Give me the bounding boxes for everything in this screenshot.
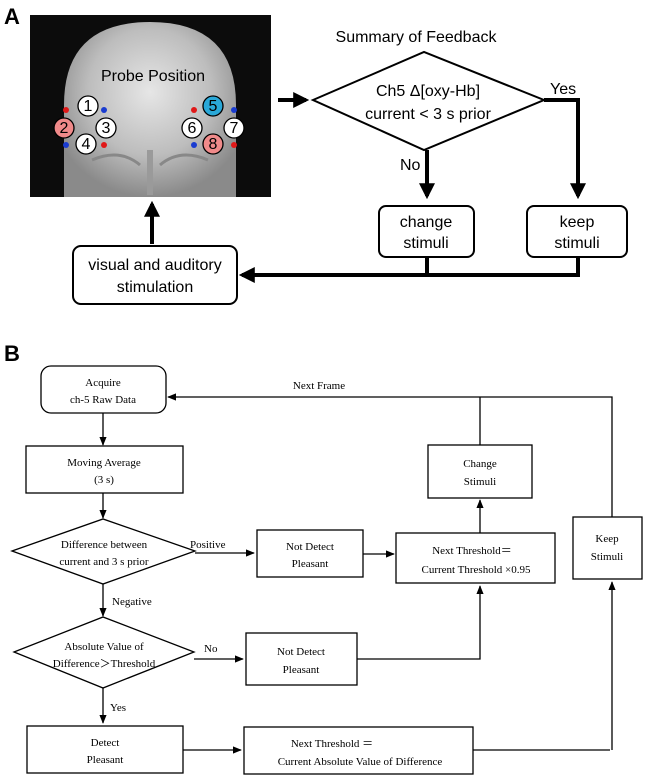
next-threshold-box-2 (243, 726, 474, 775)
svg-text:2: 2 (60, 120, 69, 137)
not-detect-box-2 (245, 632, 358, 686)
acquire-line2: ch-5 Raw Data (70, 394, 136, 406)
no-label-b: No (204, 643, 218, 655)
absolute-value-diamond (12, 616, 196, 689)
change-stimuli-line2: stimuli (403, 235, 448, 252)
difference-diamond (10, 518, 197, 585)
channel-2-circle: 2 (53, 117, 75, 139)
arrow-to-next-threshold-1-from-below (357, 585, 484, 660)
blue-dot-icon (63, 142, 69, 148)
detect-line2: Pleasant (87, 754, 124, 766)
not-detect-1-line2: Pleasant (292, 558, 329, 570)
blue-dot-icon (231, 107, 237, 113)
channel-8-circle: 8 (202, 133, 224, 155)
not-detect-box-1 (256, 529, 364, 578)
svg-text:1: 1 (84, 98, 93, 115)
probe-position-title: Probe Position (101, 68, 205, 85)
svg-text:3: 3 (102, 120, 111, 137)
next-threshold-2-line1: Next Threshold ＝ (291, 738, 373, 750)
arrow-next-frame (167, 393, 613, 517)
svg-text:7: 7 (230, 120, 239, 137)
stimulation-line1: visual and auditory (88, 257, 221, 274)
absolute-value-line1: Absolute Value of (64, 641, 144, 653)
detect-pleasant-box (26, 725, 184, 774)
panel-a-label: A (4, 4, 20, 29)
absolute-value-line2: Difference＞Threshold (53, 658, 156, 670)
svg-text:5: 5 (209, 98, 218, 115)
blue-dot-icon (191, 142, 197, 148)
difference-line2: current and 3 s prior (59, 556, 149, 568)
next-threshold-1-line2: Current Threshold ×0.95 (422, 564, 531, 576)
svg-text:8: 8 (209, 136, 218, 153)
probe-position-image: Probe Position 1 2 3 4 5 (30, 15, 271, 197)
channel-1-circle: 1 (77, 95, 99, 117)
channel-4-circle: 4 (75, 133, 97, 155)
red-dot-icon (231, 142, 237, 148)
change-stimuli-b-line1: Change (463, 458, 497, 470)
not-detect-2-line1: Not Detect (277, 646, 325, 658)
blue-dot-icon (101, 107, 107, 113)
keep-stimuli-b-line1: Keep (595, 533, 619, 545)
change-stimuli-box-b (427, 444, 533, 499)
yes-label-b: Yes (110, 702, 126, 714)
not-detect-2-line2: Pleasant (283, 664, 320, 676)
acquire-line1: Acquire (85, 377, 121, 389)
positive-label: Positive (190, 539, 226, 551)
moving-average-box (25, 445, 184, 494)
channel-7-circle: 7 (223, 117, 245, 139)
keep-stimuli-line2: stimuli (554, 235, 599, 252)
red-dot-icon (63, 107, 69, 113)
yes-label-a: Yes (550, 81, 576, 98)
moving-average-line2: (3 s) (94, 474, 114, 486)
stimulation-line2: stimulation (117, 279, 193, 296)
next-threshold-2-line2: Current Absolute Value of Difference (278, 756, 443, 768)
moving-average-line1: Moving Average (67, 457, 141, 469)
next-frame-label: Next Frame (293, 380, 345, 392)
summary-title: Summary of Feedback (336, 29, 498, 46)
stimulation-box (72, 245, 238, 305)
svg-text:4: 4 (82, 136, 91, 153)
channel-3-circle: 3 (95, 117, 117, 139)
keep-stimuli-b-line2: Stimuli (591, 551, 623, 563)
svg-text:6: 6 (188, 120, 197, 137)
panel-b-label: B (4, 341, 20, 366)
decision-a-line1: Ch5 Δ[oxy-Hb] (376, 83, 480, 100)
next-threshold-box-1 (395, 532, 556, 584)
arrow-to-stimulation (238, 257, 580, 283)
detect-line1: Detect (91, 737, 120, 749)
difference-line1: Difference between (61, 539, 148, 551)
decision-a-line2: current < 3 s prior (365, 106, 492, 123)
keep-stimuli-box-b (572, 516, 643, 580)
no-label-a: No (400, 157, 421, 174)
red-dot-icon (191, 107, 197, 113)
decision-diamond-a (310, 50, 547, 152)
keep-stimuli-line1: keep (560, 214, 595, 231)
channel-5-circle: 5 (202, 95, 224, 117)
red-dot-icon (101, 142, 107, 148)
negative-label: Negative (112, 596, 152, 608)
change-stimuli-b-line2: Stimuli (464, 476, 496, 488)
not-detect-1-line1: Not Detect (286, 541, 334, 553)
change-stimuli-line1: change (400, 214, 453, 231)
channel-6-circle: 6 (181, 117, 203, 139)
arrow-yes (544, 98, 586, 200)
next-threshold-1-line1: Next Threshold＝ (432, 545, 512, 557)
